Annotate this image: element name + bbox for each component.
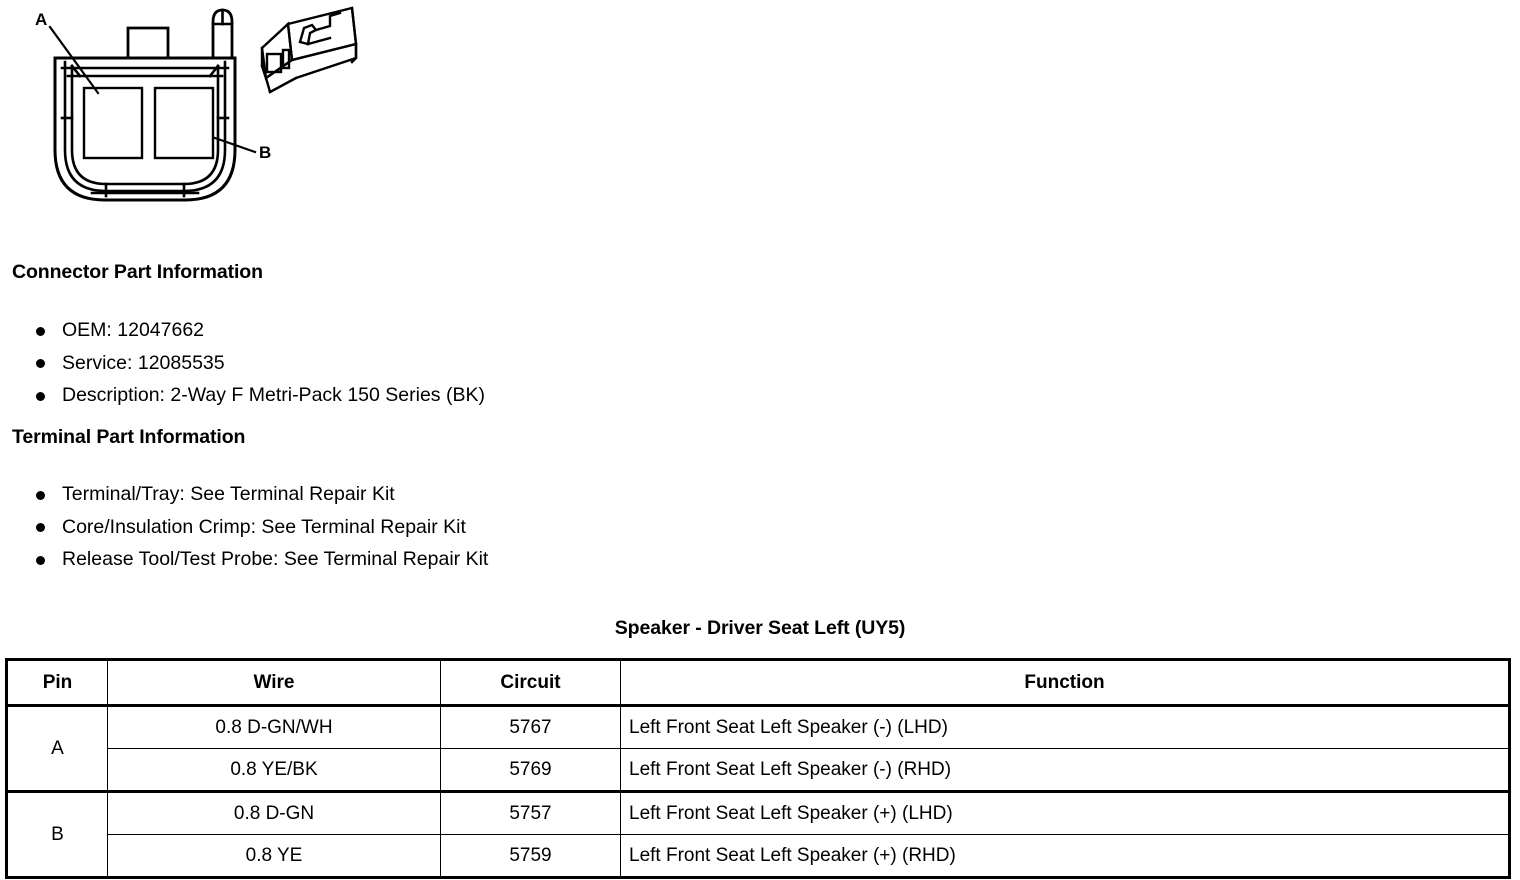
connector-illustration: A B [0, 0, 400, 235]
pinout-table-title: Speaker - Driver Seat Left (UY5) [614, 617, 906, 639]
table-row: B 0.8 D-GN 5757 Left Front Seat Left Spe… [6, 790, 1510, 878]
wire-cell: 0.8 D-GN/WH [107, 704, 441, 749]
column-header-pin: Pin [6, 659, 108, 707]
circuit-cell: 5759 [440, 834, 621, 878]
function-cell: Left Front Seat Left Speaker (+) (LHD) [620, 790, 1510, 835]
bullet-icon [36, 391, 45, 401]
column-header-circuit: Circuit [440, 659, 621, 707]
list-item-text: Description: 2-Way F Metri-Pack 150 Seri… [62, 384, 485, 406]
function-cell: Left Front Seat Left Speaker (+) (RHD) [620, 834, 1510, 878]
wire-cell: 0.8 D-GN [107, 790, 441, 835]
column-header-wire: Wire [107, 659, 441, 707]
table-row: A 0.8 D-GN/WH 5767 Left Front Seat Left … [6, 704, 1510, 792]
list-item-text: OEM: 12047662 [62, 319, 205, 341]
bullet-icon [36, 555, 45, 565]
callout-label-a: A [35, 10, 47, 29]
terminal-part-information-list: Terminal/Tray: See Terminal Repair Kit C… [12, 478, 488, 576]
bullet-icon [36, 359, 45, 368]
list-item: Terminal/Tray: See Terminal Repair Kit [12, 478, 488, 511]
terminal-part-information-heading: Terminal Part Information [12, 426, 246, 448]
wire-cell: 0.8 YE/BK [107, 748, 441, 792]
list-item: Core/Insulation Crimp: See Terminal Repa… [12, 511, 488, 544]
list-item: Service: 12085535 [12, 347, 485, 380]
connector-part-information-list: OEM: 12047662 Service: 12085535 Descript… [12, 314, 485, 412]
bullet-icon [36, 326, 45, 336]
pinout-table-container: Pin Wire Circuit Function A 0.8 D-GN/WH … [5, 658, 1511, 879]
list-item-text: Core/Insulation Crimp: See Terminal Repa… [62, 515, 466, 538]
list-item-text: Release Tool/Test Probe: See Terminal Re… [62, 548, 489, 570]
wire-cell: 0.8 YE [107, 834, 441, 878]
connector-part-information-heading: Connector Part Information [12, 261, 263, 283]
pin-cell: B [6, 790, 108, 878]
table-row: 0.8 YE/BK 5769 Left Front Seat Left Spea… [7, 748, 1510, 792]
column-header-function: Function [620, 659, 1510, 707]
list-item: OEM: 12047662 [12, 314, 485, 347]
list-item: Release Tool/Test Probe: See Terminal Re… [12, 543, 488, 576]
table-row: 0.8 YE 5759 Left Front Seat Left Speaker… [7, 834, 1510, 878]
circuit-cell: 5769 [440, 748, 621, 792]
connector-face-view [53, 8, 237, 202]
list-item: Description: 2-Way F Metri-Pack 150 Seri… [12, 379, 485, 412]
list-item-text: Terminal/Tray: See Terminal Repair Kit [62, 483, 395, 505]
connector-3d-view [260, 6, 358, 94]
list-item-text: Service: 12085535 [62, 351, 225, 374]
bullet-icon [36, 490, 45, 500]
table-header-row: Pin Wire Circuit Function [6, 659, 1510, 707]
circuit-cell: 5757 [440, 790, 621, 835]
callout-leaders [48, 25, 257, 154]
function-cell: Left Front Seat Left Speaker (-) (RHD) [620, 748, 1510, 792]
callout-label-b: B [259, 143, 271, 162]
circuit-cell: 5767 [440, 704, 621, 749]
pin-cell: A [6, 704, 108, 792]
bullet-icon [36, 523, 45, 532]
function-cell: Left Front Seat Left Speaker (-) (LHD) [620, 704, 1510, 749]
pinout-table: Pin Wire Circuit Function A 0.8 D-GN/WH … [5, 658, 1511, 879]
